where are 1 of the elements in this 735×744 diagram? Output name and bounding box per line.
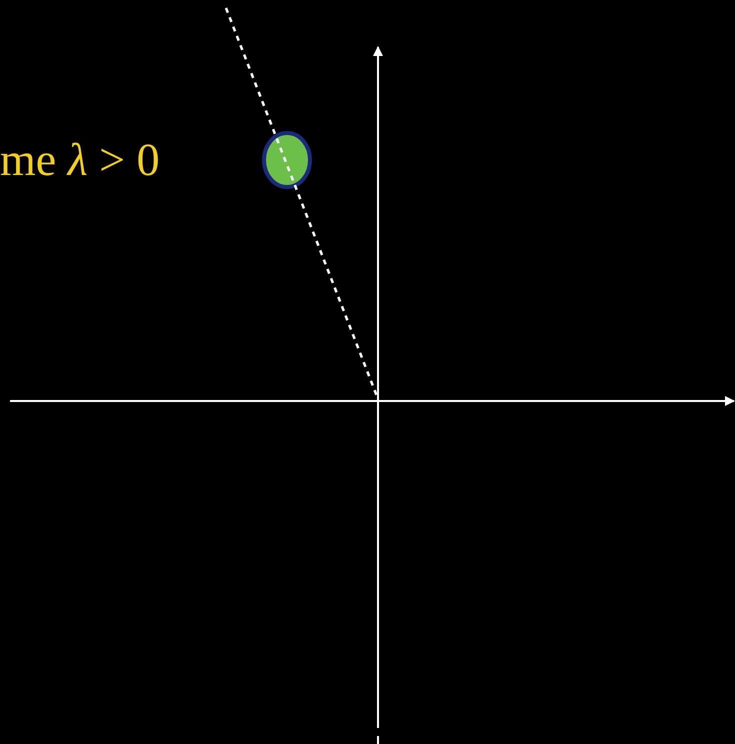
math-label: me λ > 0 — [0, 133, 160, 187]
